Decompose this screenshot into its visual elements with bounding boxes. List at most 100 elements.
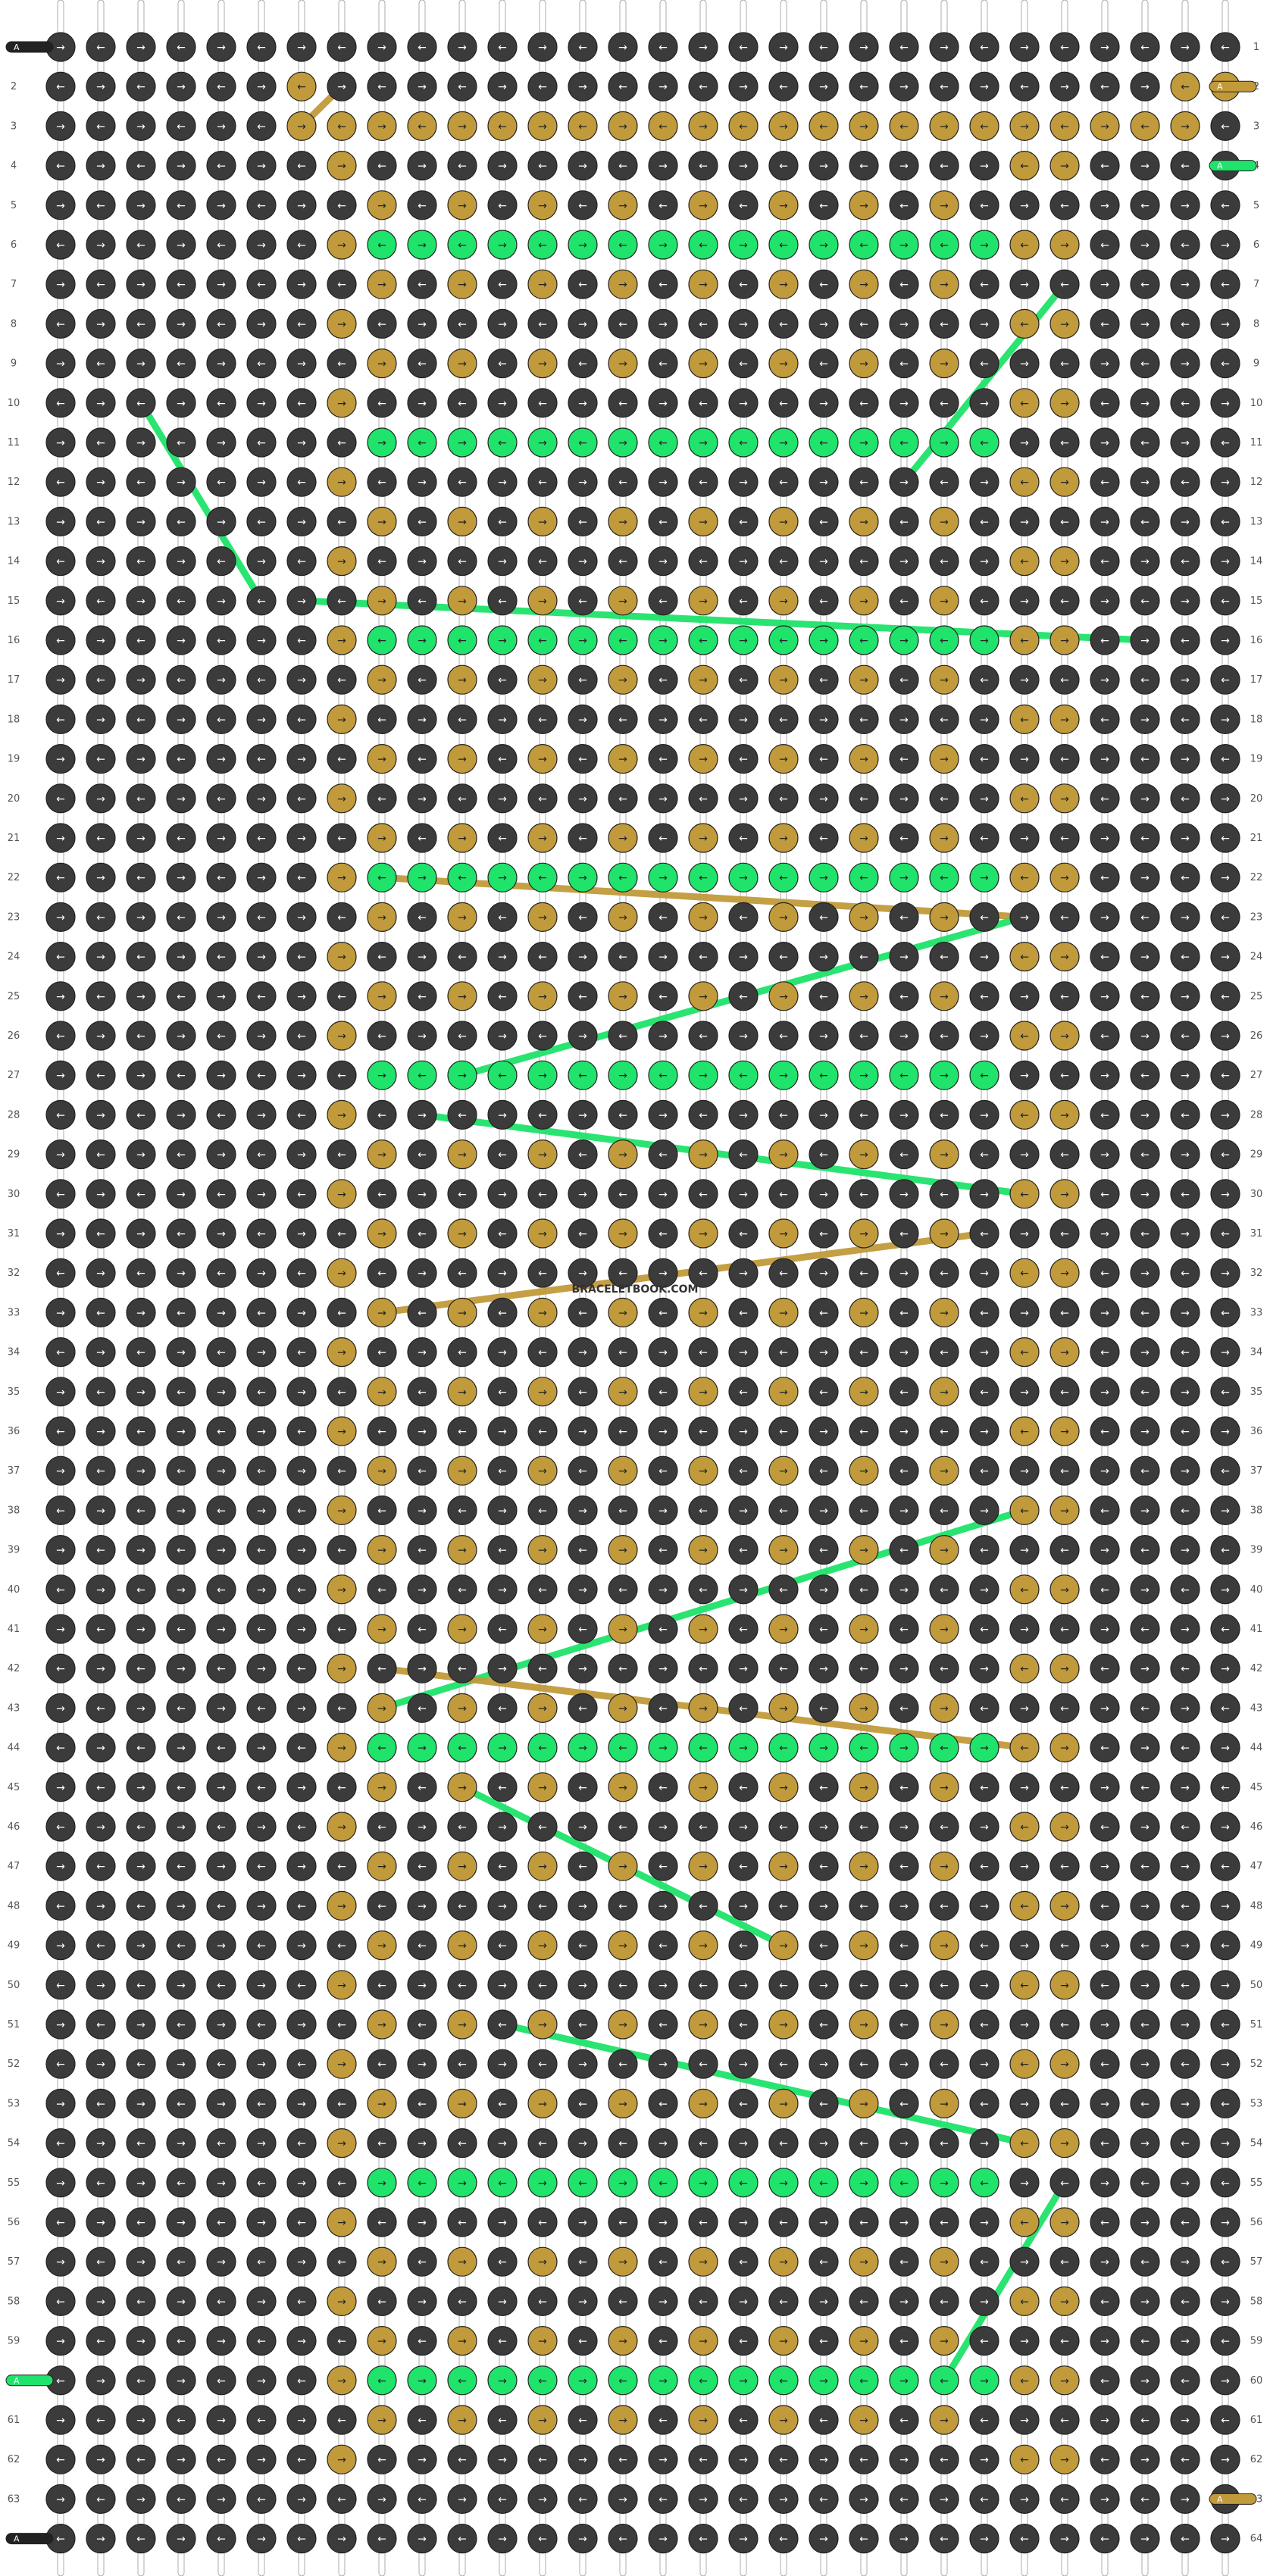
row-label-left: 20	[8, 793, 20, 805]
knot-direction-symbol: →	[899, 2454, 909, 2466]
knot: ←	[809, 506, 839, 537]
knot: ←	[568, 664, 598, 695]
knot: ←	[447, 625, 477, 655]
knot-direction-symbol: ←	[257, 1149, 266, 1161]
knot: →	[45, 190, 76, 220]
knot-direction-symbol: →	[337, 556, 346, 568]
knot: →	[688, 1534, 718, 1565]
knot-direction-symbol: →	[217, 2336, 226, 2348]
knot-direction-symbol: →	[136, 1228, 145, 1240]
knot-direction-symbol: ←	[377, 556, 386, 568]
knot-direction-symbol: →	[56, 1228, 65, 1240]
knot: →	[1170, 981, 1200, 1011]
knot-direction-symbol: →	[739, 477, 748, 489]
knot: →	[246, 941, 277, 972]
knot-direction-symbol: →	[418, 1347, 427, 1359]
knot-direction-symbol: ←	[297, 1426, 306, 1438]
knot-direction-symbol: ←	[257, 596, 266, 608]
knot-direction-symbol: →	[136, 991, 145, 1003]
knot: →	[1170, 506, 1200, 537]
knot: ←	[1170, 1890, 1200, 1921]
knot: →	[849, 190, 879, 220]
knot-direction-symbol: ←	[377, 161, 386, 173]
knot: →	[45, 1455, 76, 1486]
knot: ←	[487, 586, 518, 616]
knot-direction-symbol: →	[177, 1189, 186, 1201]
knot: →	[166, 546, 196, 577]
knot: →	[809, 388, 839, 418]
knot: ←	[45, 2049, 76, 2079]
knot: →	[648, 1099, 678, 1130]
knot: ←	[1170, 1574, 1200, 1605]
knot: →	[608, 427, 638, 458]
knot: →	[608, 1060, 638, 1090]
row-label-left: 10	[8, 398, 20, 409]
knot: ←	[1009, 1495, 1040, 1526]
knot: →	[527, 1455, 558, 1486]
knot: ←	[246, 1693, 277, 1723]
knot-direction-symbol: ←	[899, 1307, 909, 1319]
knot: →	[1170, 2088, 1200, 2118]
knot-direction-symbol: ←	[980, 358, 989, 370]
knot: →	[1130, 1653, 1160, 1683]
knot-direction-symbol: ←	[538, 714, 547, 726]
knot-direction-symbol: →	[297, 2415, 306, 2427]
knot: →	[889, 1495, 919, 1526]
knot: ←	[126, 625, 156, 655]
knot: ←	[768, 1021, 799, 1051]
knot-direction-symbol: ←	[1140, 279, 1150, 291]
knot: ←	[527, 2365, 558, 2396]
knot: ←	[1210, 1455, 1240, 1486]
row-label-left: 23	[8, 911, 20, 923]
knot: ←	[367, 1812, 397, 1842]
knot-direction-symbol: ←	[96, 2177, 105, 2190]
knot-direction-symbol: ←	[217, 1189, 226, 1201]
knot-direction-symbol: →	[1020, 911, 1029, 924]
knot: →	[1090, 506, 1120, 537]
knot-direction-symbol: ←	[1020, 2296, 1029, 2308]
knot-direction-symbol: →	[377, 833, 386, 845]
knot-direction-symbol: →	[1181, 200, 1190, 212]
knot-direction-symbol: →	[1100, 120, 1109, 133]
knot: ←	[246, 269, 277, 299]
knot: ←	[1090, 625, 1120, 655]
row-label-left: 55	[8, 2177, 20, 2189]
row-label-left: 32	[8, 1268, 20, 1279]
knot-direction-symbol: →	[418, 952, 427, 964]
knot-direction-symbol: ←	[1181, 2217, 1190, 2229]
knot-direction-symbol: ←	[819, 596, 828, 608]
knot: ←	[768, 2365, 799, 2396]
knot: ←	[1210, 111, 1240, 141]
knot: →	[1170, 2168, 1200, 2198]
knot: →	[487, 783, 518, 814]
knot-direction-symbol: ←	[136, 1347, 145, 1359]
knot-direction-symbol: ←	[1181, 1584, 1190, 1596]
knot: →	[447, 743, 477, 774]
knot: →	[929, 2009, 959, 2040]
knot: →	[246, 151, 277, 181]
knot-direction-symbol: →	[1020, 1228, 1029, 1240]
knot: →	[487, 2207, 518, 2237]
knot-direction-symbol: →	[1221, 714, 1230, 726]
knot-direction-symbol: →	[538, 1386, 547, 1399]
knot-direction-symbol: →	[618, 2415, 627, 2427]
knot-direction-symbol: ←	[538, 161, 547, 173]
knot-direction-symbol: ←	[458, 239, 467, 252]
knot-direction-symbol: →	[136, 596, 145, 608]
knot-direction-symbol: ←	[578, 437, 587, 449]
knot-direction-symbol: ←	[136, 2059, 145, 2071]
knot: →	[849, 981, 879, 1011]
knot: ←	[1170, 783, 1200, 814]
row-label-right: 48	[1250, 1900, 1263, 1912]
knot: ←	[1210, 1534, 1240, 1565]
knot-direction-symbol: →	[859, 596, 868, 608]
knot-direction-symbol: →	[940, 1070, 949, 1082]
knot-direction-symbol: ←	[618, 1426, 627, 1438]
knot-direction-symbol: ←	[859, 1821, 868, 1834]
knot: ←	[728, 2168, 759, 2198]
knot: →	[768, 1455, 799, 1486]
knot-direction-symbol: ←	[297, 1980, 306, 1992]
knot-direction-symbol: ←	[96, 1782, 105, 1794]
knot-direction-symbol: →	[578, 2059, 587, 2071]
knot: ←	[688, 2444, 718, 2474]
